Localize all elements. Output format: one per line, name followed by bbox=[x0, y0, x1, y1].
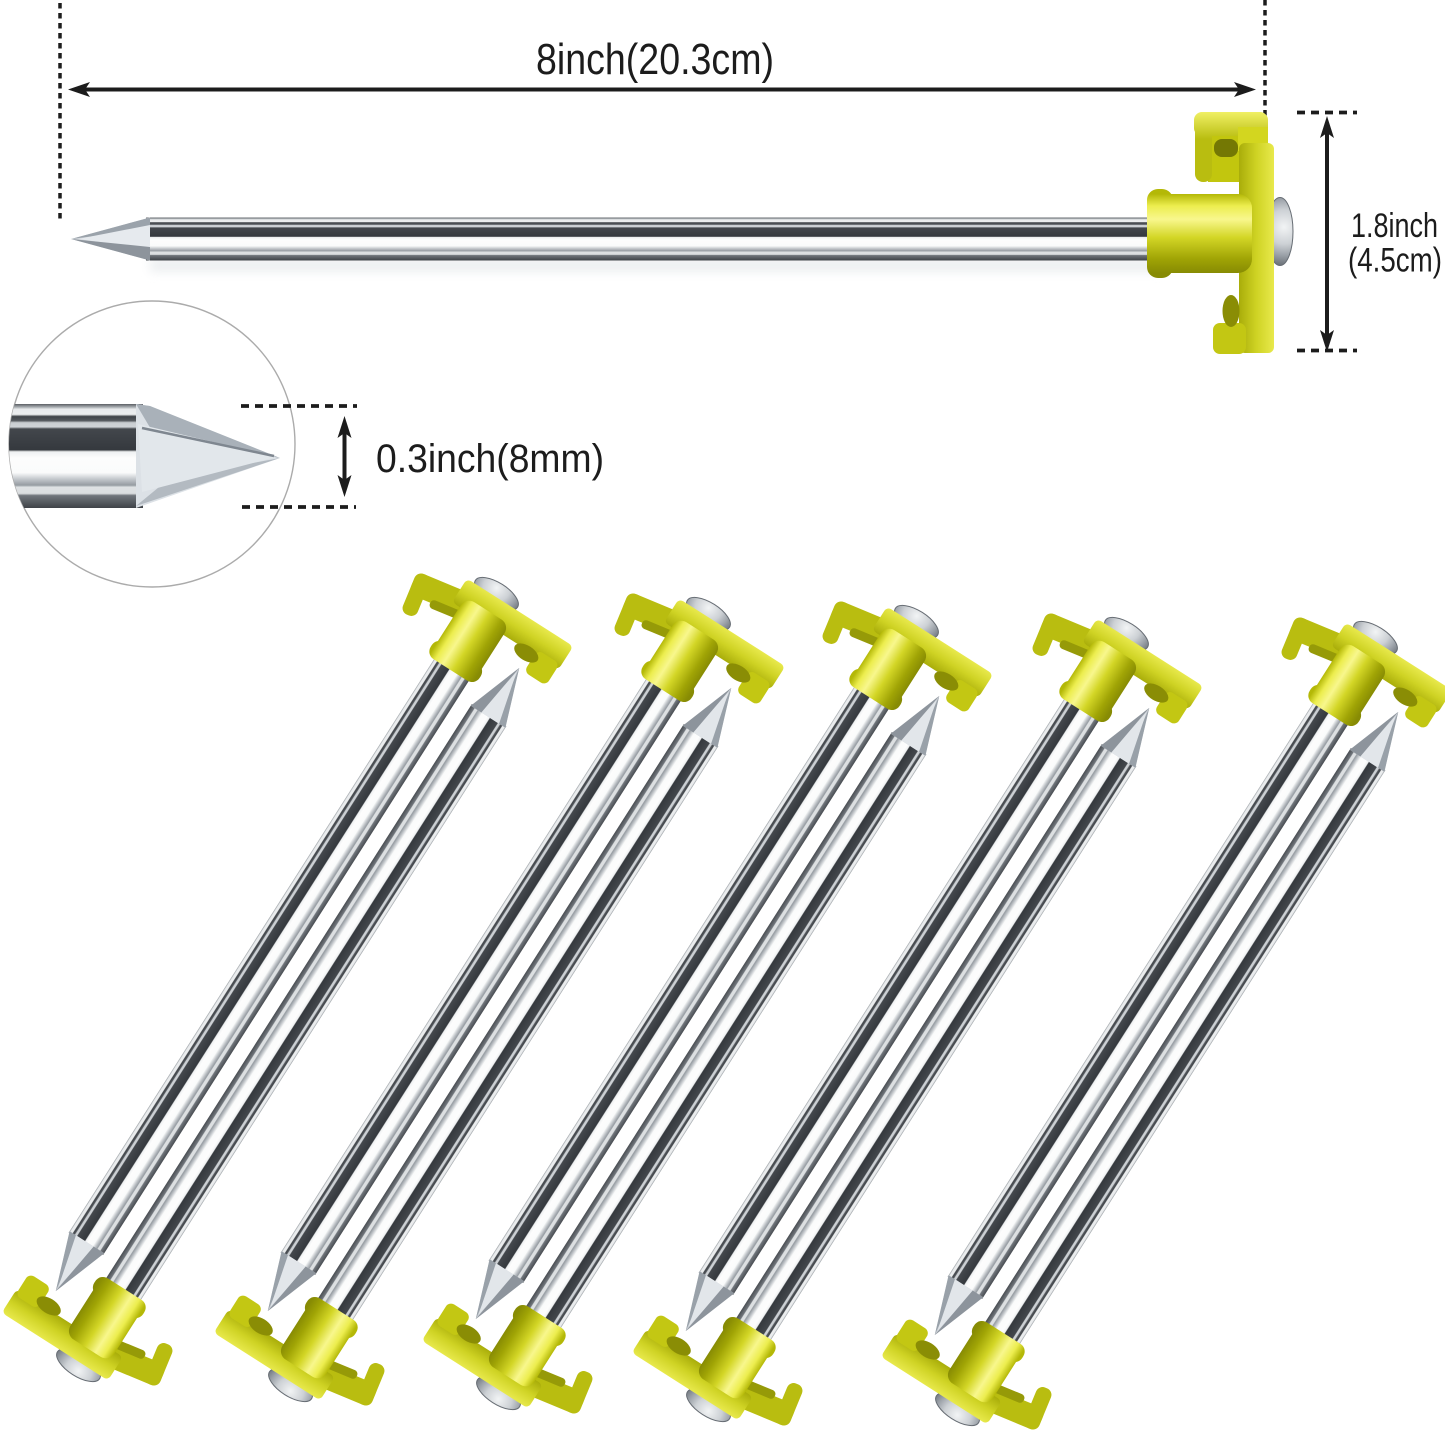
svg-text:(4.5cm): (4.5cm) bbox=[1348, 242, 1442, 280]
svg-text:1.8inch: 1.8inch bbox=[1351, 207, 1438, 245]
svg-text:8inch(20.3cm): 8inch(20.3cm) bbox=[536, 35, 774, 84]
svg-text:0.3inch(8mm): 0.3inch(8mm) bbox=[376, 437, 604, 481]
